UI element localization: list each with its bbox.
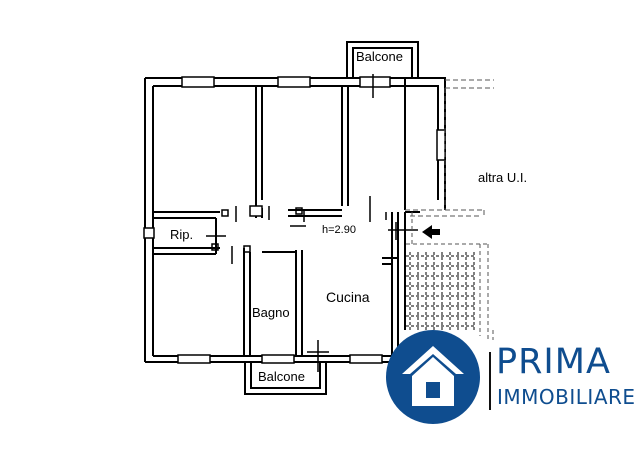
windows — [143, 76, 446, 364]
brand-name: PRIMA — [496, 342, 611, 382]
ceiling-height-label: h=2.90 — [322, 224, 356, 236]
logo-circle — [386, 330, 480, 424]
bathroom-label: Bagno — [252, 305, 290, 320]
kitchen-label: Cucina — [326, 289, 370, 305]
brand-logo: PRIMA IMMOBILIARE — [386, 330, 634, 430]
brand-subtitle: IMMOBILIARE — [497, 385, 634, 409]
balcony-bottom-label: Balcone — [258, 369, 305, 384]
house-icon — [402, 346, 464, 406]
entrance-arrow-icon — [422, 225, 440, 239]
balcony-top-label: Balcone — [356, 49, 403, 64]
neighbour-unit-outline — [405, 79, 494, 218]
door-ticks — [206, 74, 418, 372]
neighbour-unit-label: altra U.I. — [478, 170, 528, 185]
stairwell — [406, 212, 494, 340]
brand-divider — [489, 352, 491, 410]
storage-room-label: Rip. — [170, 227, 194, 242]
